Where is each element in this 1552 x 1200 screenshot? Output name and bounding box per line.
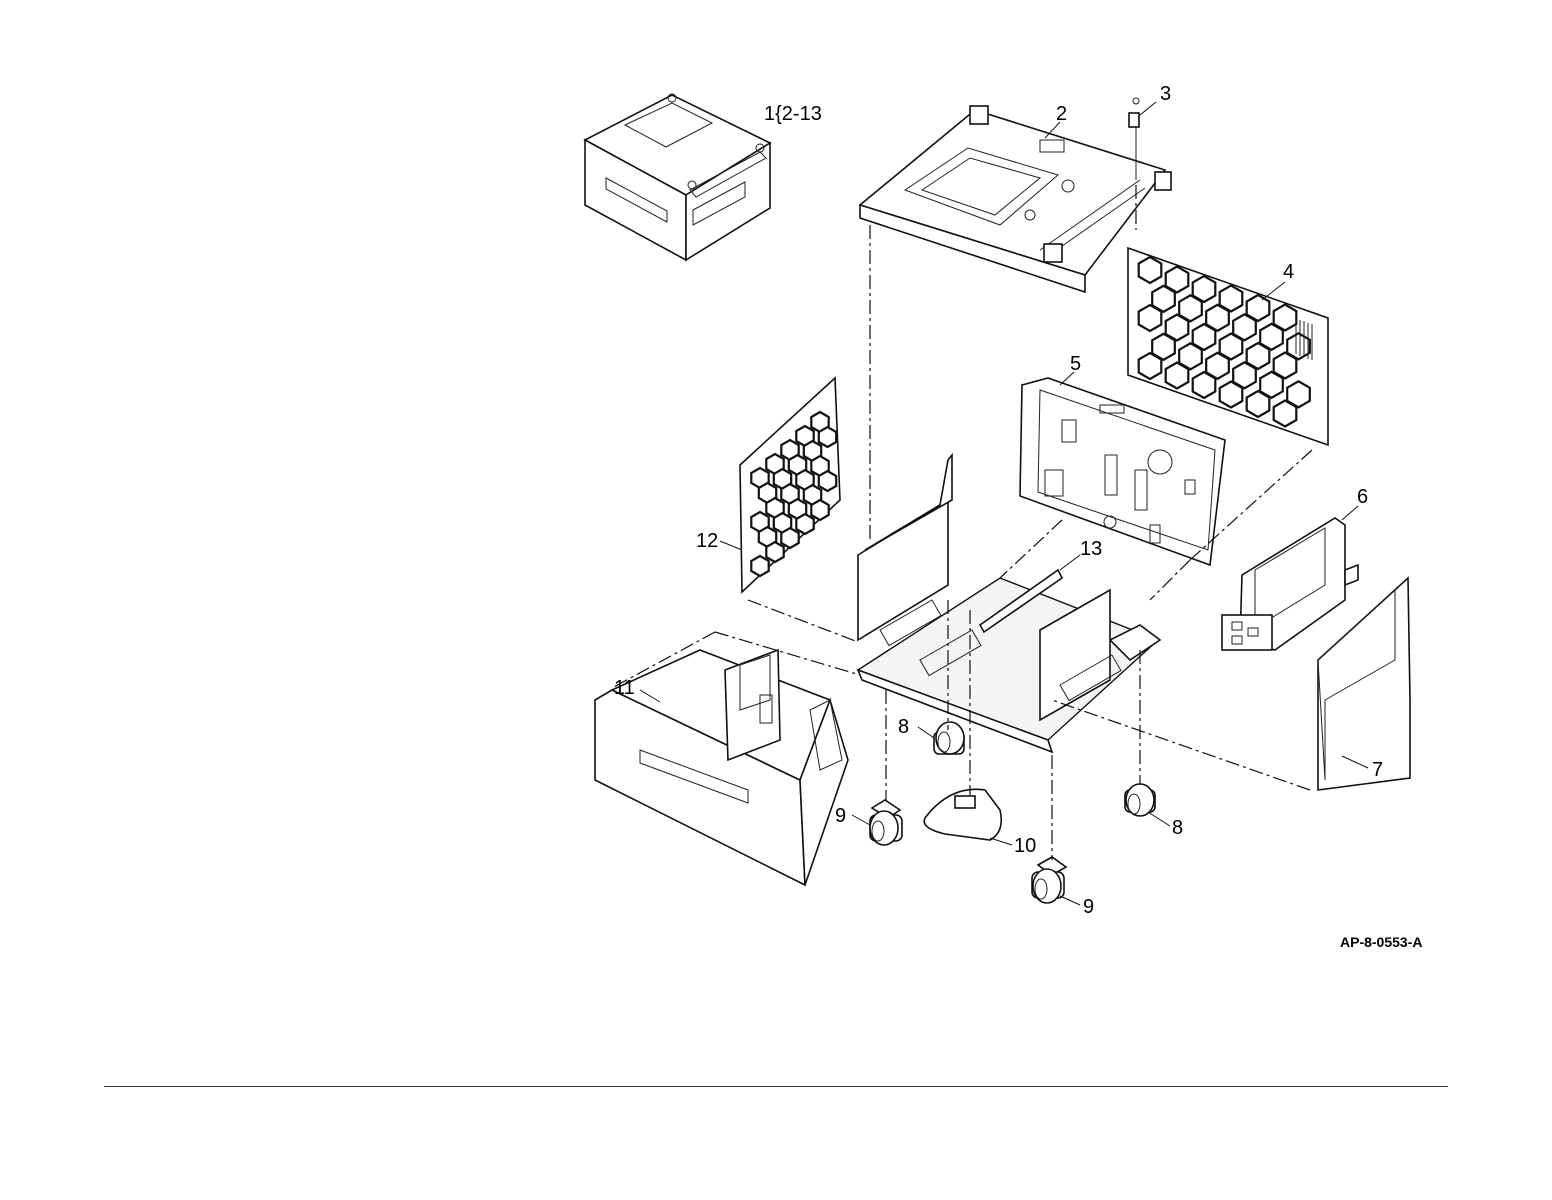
callout-2: 2: [1056, 103, 1067, 125]
honeycomb-cell-rear: [1193, 372, 1216, 398]
callout-12: 12: [696, 530, 718, 552]
callout-6: 6: [1357, 486, 1368, 508]
page-bottom-rule: [104, 1086, 1448, 1087]
callout-1: 1{2-13: [764, 103, 822, 125]
honeycomb-cell-left: [811, 500, 828, 520]
rear-honeycomb-cover: [1128, 248, 1328, 445]
honeycomb-cell-rear: [1139, 305, 1162, 331]
callout-8-right: 8: [1172, 817, 1183, 839]
callout-9-left: 9: [835, 805, 846, 827]
figure-id: AP-8-0553-A: [1340, 934, 1422, 950]
callout-5: 5: [1070, 353, 1081, 375]
rear-frame-plate: [1020, 378, 1225, 565]
honeycomb-cell-left: [751, 556, 768, 576]
callout-9-right: 9: [1083, 896, 1094, 918]
honeycomb-cell-left: [819, 427, 836, 447]
caster-fixed-right: [1125, 784, 1155, 816]
callout-4: 4: [1283, 261, 1294, 283]
callout-8-left: 8: [898, 716, 909, 738]
caster-swivel-left: [870, 800, 902, 845]
honeycomb-cell-left: [766, 542, 783, 562]
honeycomb-cell-rear: [1220, 382, 1243, 408]
honeycomb-cell-rear: [1247, 391, 1270, 417]
honeycomb-cell-left: [796, 514, 813, 534]
callout-10: 10: [1014, 835, 1036, 857]
left-honeycomb-cover: [740, 378, 840, 592]
callout-7: 7: [1372, 759, 1383, 781]
honeycomb-cell-left: [781, 528, 798, 548]
callout-3: 3: [1160, 83, 1171, 105]
honeycomb-cell-rear: [1139, 257, 1162, 283]
caster-fixed-left: [934, 722, 964, 754]
assembled-feeder-unit: [585, 94, 770, 260]
honeycomb-cell-rear: [1166, 363, 1189, 389]
top-cover-plate: [860, 106, 1171, 292]
connector-module: [1222, 518, 1358, 650]
callout-13: 13: [1080, 538, 1102, 560]
callout-11: 11: [614, 677, 635, 699]
honeycomb-cell-left: [819, 471, 836, 491]
honeycomb-cell-rear: [1274, 401, 1297, 427]
honeycomb-cell-rear: [1139, 353, 1162, 379]
stabilizer-foot: [924, 789, 1001, 840]
